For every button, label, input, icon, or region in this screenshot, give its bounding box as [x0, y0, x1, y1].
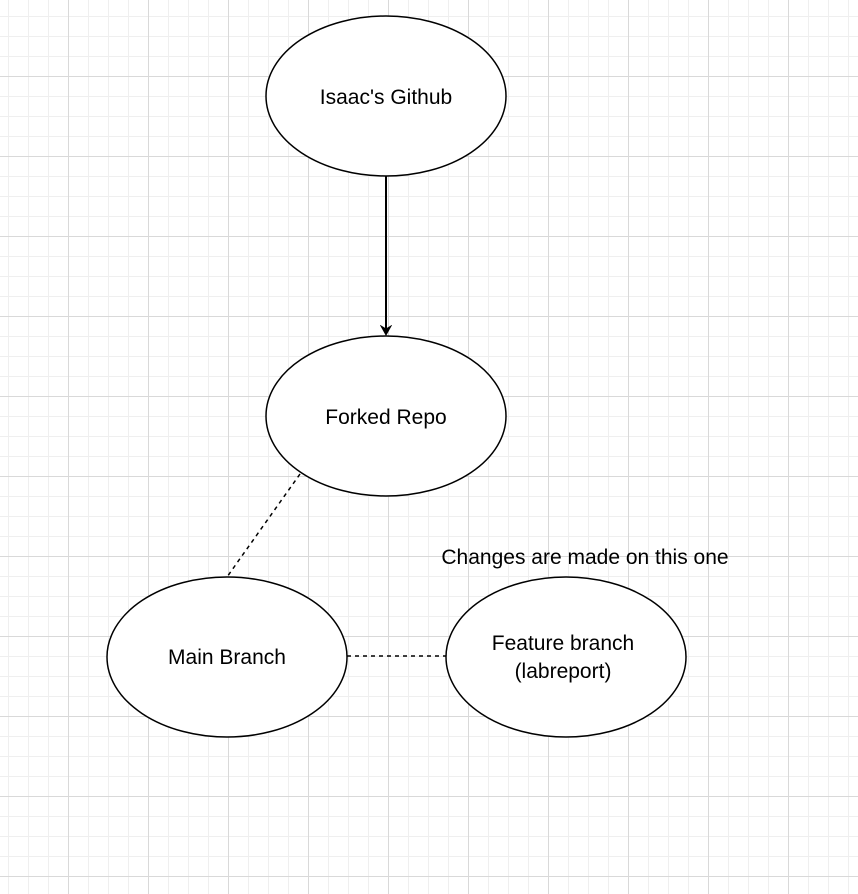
node-main-branch[interactable]: Main Branch [106, 576, 348, 738]
node-isaacs-github[interactable]: Isaac's Github [265, 15, 507, 177]
node-label-line1: Feature branch [492, 632, 634, 655]
node-label-line2: (labreport) [515, 660, 612, 683]
node-label: Forked Repo [325, 406, 446, 429]
node-label: Main Branch [168, 646, 286, 669]
node-forked-repo[interactable]: Forked Repo [265, 335, 507, 497]
edge-forked-to-main[interactable] [226, 473, 301, 578]
node-feature-branch[interactable]: Feature branch (labreport) [445, 576, 687, 738]
node-label: Isaac's Github [320, 86, 452, 109]
annotation-text[interactable]: Changes are made on this one [441, 546, 728, 569]
